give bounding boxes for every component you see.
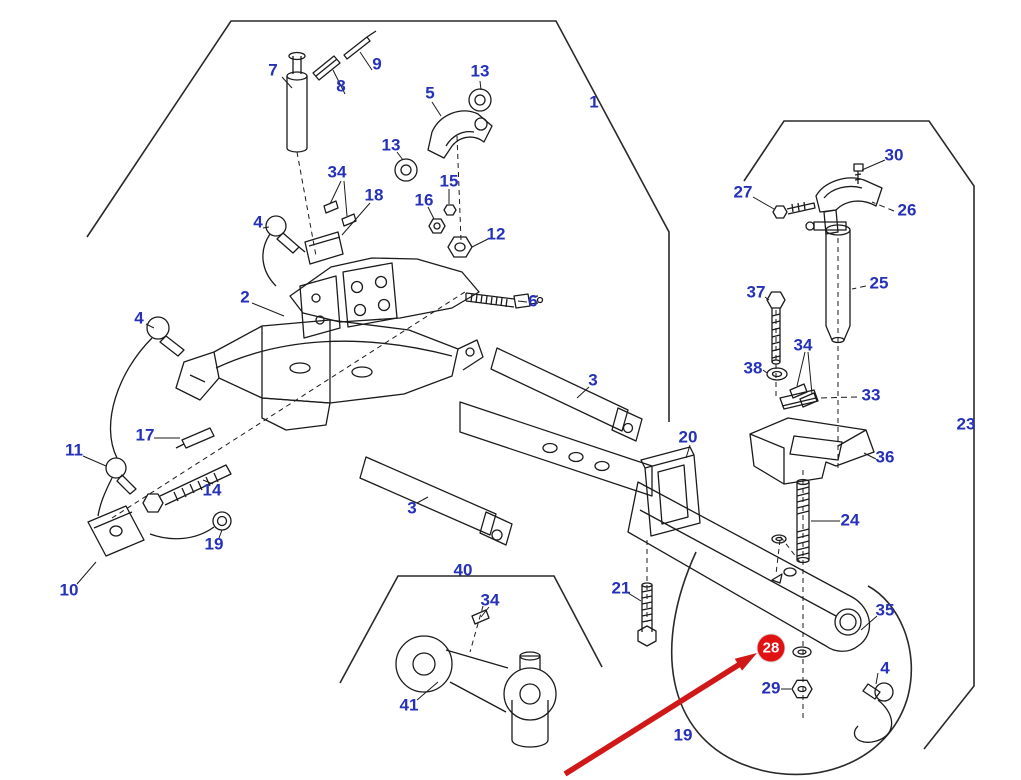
part-17-spacer <box>175 427 215 449</box>
part-41-clevis <box>395 635 557 748</box>
part-4-lynch-pin-bottom <box>853 682 894 743</box>
part-35-drawbar <box>627 481 871 652</box>
part-11-lynch-pin <box>97 457 137 517</box>
part-29-nut <box>791 679 813 699</box>
part-16-nut <box>428 218 446 234</box>
part-34-wedge-bottom <box>471 609 490 625</box>
part-37-bolt <box>766 291 786 365</box>
part-36-support <box>749 417 875 485</box>
part-10-strap <box>87 505 145 557</box>
part-38-washer <box>766 367 788 381</box>
diagram-frames <box>86 20 975 776</box>
part-19-ring-left <box>149 511 232 540</box>
part-34-wedges-top <box>323 200 357 227</box>
part-21-bolt <box>637 582 657 647</box>
part-3-rail-lower <box>359 456 513 546</box>
pointer-arrow <box>563 653 757 777</box>
part-4-lynch-pin-left <box>109 316 185 459</box>
part-12-nut <box>447 236 473 258</box>
part-6-bolt <box>465 292 544 309</box>
part-7-pin <box>286 51 308 153</box>
part-24-stud <box>796 478 810 564</box>
part-18-plate <box>304 231 344 265</box>
part-20-bracket <box>640 446 701 537</box>
alignment-dashes <box>111 135 839 722</box>
part-3-rail-upper <box>490 347 643 442</box>
part-27-bolt <box>772 201 816 219</box>
part-28-washer <box>792 646 812 658</box>
part-30-screw <box>853 163 864 184</box>
part-5-bracket <box>427 110 493 159</box>
part-8-sleeve <box>312 55 341 81</box>
part-14-bolt <box>142 464 232 513</box>
part-26-clamp <box>815 177 883 235</box>
part-33-plates <box>779 389 819 410</box>
part-25-pin <box>805 221 851 344</box>
part-13-ring-top <box>468 88 492 112</box>
part-9-pin <box>343 30 377 60</box>
parts-artwork <box>87 30 894 748</box>
small-washer-and-wedge <box>771 534 787 584</box>
part-15-nut <box>443 204 457 216</box>
part-13-ring-left <box>394 158 418 182</box>
part-4-lynch-pin-top <box>262 215 306 287</box>
part-2-support-casting <box>175 257 484 431</box>
middle-bar <box>459 401 653 497</box>
leader-lines <box>76 51 895 701</box>
